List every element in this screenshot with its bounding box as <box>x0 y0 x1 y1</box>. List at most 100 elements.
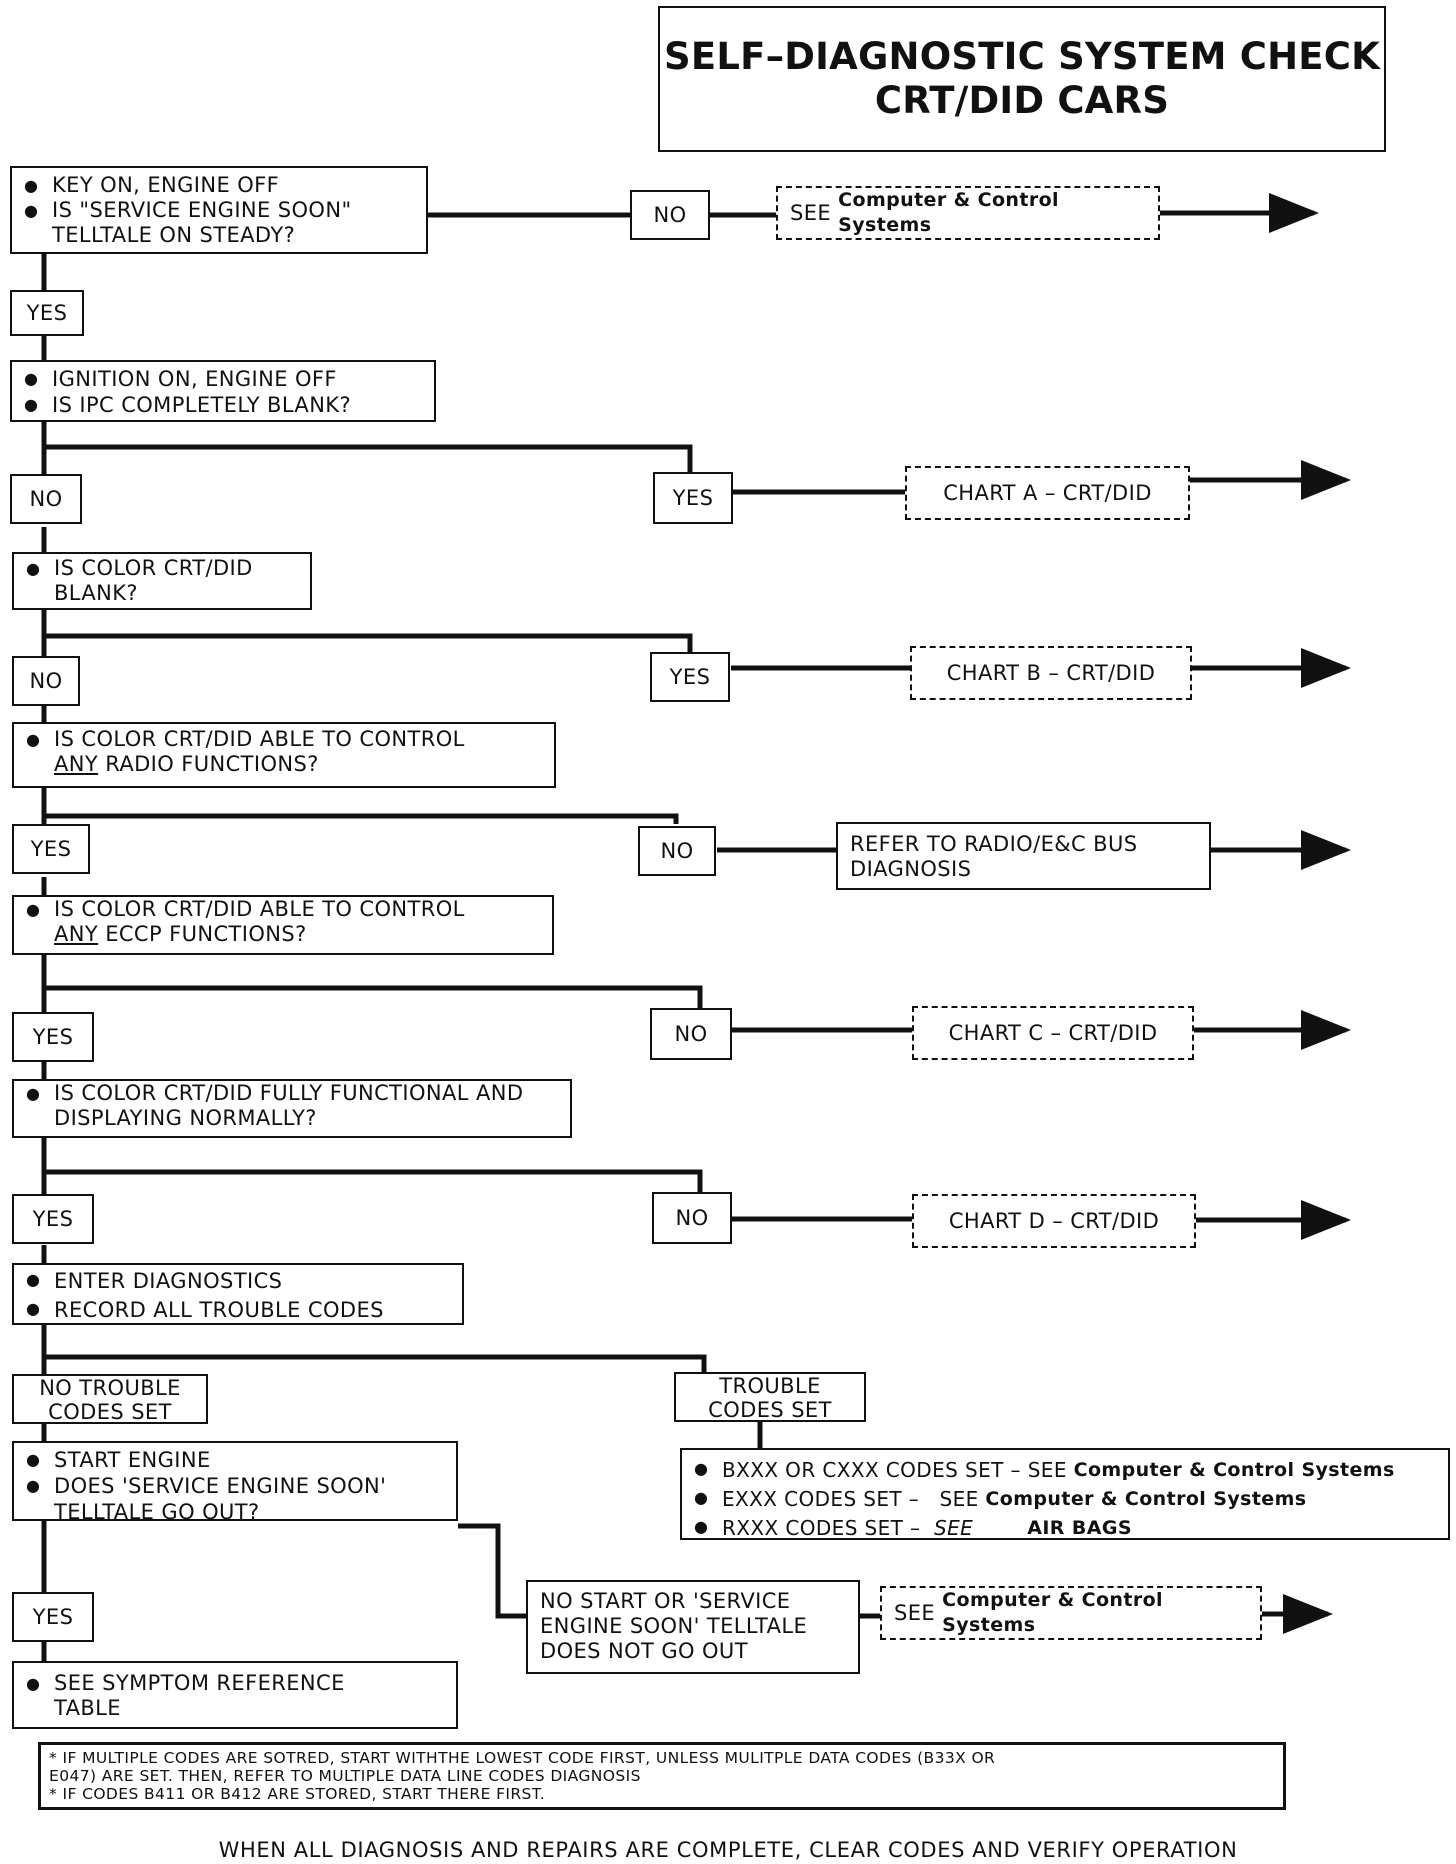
bullet-item: ● IS COLOR CRT/DID BLANK? <box>26 556 300 606</box>
bullet-icon: ● <box>26 1299 41 1318</box>
answer-no: NO <box>652 1192 732 1244</box>
code-item: ●EXXX CODES SET – SEE Computer & Control… <box>694 1485 1448 1514</box>
bullet-icon: ● <box>694 1517 709 1536</box>
step-symptom-reference: ●SEE SYMPTOM REFERENCE TABLE <box>12 1661 458 1729</box>
answer-label: NO <box>29 486 63 511</box>
answer-label: NO <box>675 1205 709 1230</box>
code-text: RXXX CODES SET – <box>722 1516 921 1540</box>
answer-label: NO <box>660 838 694 863</box>
step-text: IS IPC COMPLETELY BLANK? <box>52 393 352 417</box>
reference-text: Computer & Control Systems <box>1073 1459 1395 1481</box>
emphasis-any: ANY <box>54 752 99 776</box>
reference-text: CHART D – CRT/DID <box>948 1208 1160 1233</box>
answer-label: NO <box>653 202 687 227</box>
no-start-condition: NO START OR 'SERVICE ENGINE SOON' TELLTA… <box>526 1580 860 1674</box>
answer-label: YES <box>26 300 68 325</box>
step-ipc-blank-check: ● IGNITION ON, ENGINE OFF ● IS IPC COMPLET… <box>10 360 436 422</box>
answer-no: NO <box>12 656 80 706</box>
bullet-item: ●START ENGINE <box>26 1447 446 1473</box>
bullet-icon: ● <box>24 369 39 388</box>
emphasis-any: ANY <box>54 922 99 946</box>
multiple-codes-note: * IF MULTIPLE CODES ARE SOTRED, START WI… <box>38 1742 1286 1810</box>
answer-yes: YES <box>653 472 733 524</box>
step-key-on-check: ● KEY ON, ENGINE OFF ● IS "SERVICE ENGINE … <box>10 166 428 254</box>
reference-text: CHART B – CRT/DID <box>946 660 1156 685</box>
radio-bus-diagnosis-reference: REFER TO RADIO/E&C BUS DIAGNOSIS <box>836 822 1211 890</box>
code-text: BXXX OR CXXX CODES SET – <box>722 1458 1021 1482</box>
bullet-icon: ● <box>694 1459 709 1478</box>
answer-no: NO <box>10 474 82 524</box>
chart-a-reference: CHART A – CRT/DID <box>905 466 1190 520</box>
reference-text: REFER TO RADIO/E&C BUS DIAGNOSIS <box>850 832 1138 881</box>
answer-yes: YES <box>12 1194 94 1244</box>
answer-yes: YES <box>650 652 730 702</box>
codes-reference-list: ● BXXX OR CXXX CODES SET – SEE Computer &… <box>680 1448 1450 1540</box>
ref-computer-control-systems: SEE Computer & Control Systems <box>776 186 1160 240</box>
footer-instruction: WHEN ALL DIAGNOSIS AND REPAIRS ARE COMPL… <box>218 1838 1238 1862</box>
bullet-icon: ● <box>694 1488 709 1507</box>
answer-no: NO <box>630 190 710 240</box>
bullet-item: ●SEE SYMPTOM REFERENCE TABLE <box>26 1671 446 1721</box>
reference-text: Computer & Control Systems <box>838 189 1059 236</box>
answer-yes: YES <box>12 1012 94 1062</box>
step-text: SEE SYMPTOM REFERENCE TABLE <box>54 1671 345 1720</box>
answer-label: YES <box>669 664 711 689</box>
code-text: EXXX CODES SET – <box>722 1487 920 1511</box>
note-line: * IF MULTIPLE CODES ARE SOTRED, START WI… <box>49 1749 996 1767</box>
see-text: SEE <box>1027 1458 1067 1482</box>
answer-label: NO <box>29 668 63 693</box>
title-line-1: SELF–DIAGNOSTIC SYSTEM CHECK <box>664 35 1380 78</box>
see-text: SEE <box>939 1487 979 1511</box>
bullet-item: ● RECORD ALL TROUBLE CODES <box>26 1296 452 1325</box>
reference-text: CHART A – CRT/DID <box>943 480 1152 505</box>
step-text: RECORD ALL TROUBLE CODES <box>54 1298 384 1322</box>
code-item: ● BXXX OR CXXX CODES SET – SEE Computer &… <box>694 1456 1448 1485</box>
bullet-icon: ● <box>26 559 41 578</box>
reference-text: Computer & Control Systems <box>942 1589 1163 1636</box>
step-enter-diagnostics: ●ENTER DIAGNOSTICS ● RECORD ALL TROUBLE C… <box>12 1263 464 1325</box>
see-text: SEE <box>790 200 832 225</box>
step-text: IS "SERVICE ENGINE SOON" TELLTALE ON STE… <box>52 198 352 247</box>
bullet-item: ●IS COLOR CRT/DID FULLY FUNCTIONAL AND D… <box>26 1081 560 1131</box>
step-text: IGNITION ON, ENGINE OFF <box>52 367 337 391</box>
bullet-item: ● IS IPC COMPLETELY BLANK? <box>24 392 424 418</box>
answer-no: NO <box>650 1008 732 1060</box>
trouble-codes-set: TROUBLE CODES SET <box>674 1372 866 1422</box>
answer-yes: YES <box>12 824 90 874</box>
chart-c-reference: CHART C – CRT/DID <box>912 1006 1194 1060</box>
bullet-icon: ● <box>24 201 39 220</box>
diagram-title: SELF–DIAGNOSTIC SYSTEM CHECK CRT/DID CAR… <box>658 6 1386 152</box>
step-start-engine: ●START ENGINE ●DOES 'SERVICE ENGINE SOON… <box>12 1441 458 1524</box>
bullet-icon: ● <box>26 1476 41 1495</box>
answer-yes: YES <box>10 290 84 336</box>
see-text: SEE <box>933 1516 974 1540</box>
step-text-suffix: RADIO FUNCTIONS? <box>105 752 319 776</box>
answer-label: YES <box>32 1024 74 1049</box>
step-text-prefix: IS COLOR CRT/DID ABLE TO CONTROL <box>54 897 465 921</box>
step-text: START ENGINE <box>54 1448 211 1472</box>
title-line-2: CRT/DID CARS <box>874 79 1170 122</box>
step-text: KEY ON, ENGINE OFF <box>52 173 280 197</box>
bullet-item: ●ENTER DIAGNOSTICS <box>26 1267 452 1296</box>
step-text: IS COLOR CRT/DID BLANK? <box>54 556 253 605</box>
answer-label: TROUBLE CODES SET <box>708 1374 832 1422</box>
condition-text: NO START OR 'SERVICE ENGINE SOON' TELLTA… <box>540 1589 808 1663</box>
answer-label: YES <box>32 1604 74 1629</box>
answer-label: NO <box>674 1021 708 1046</box>
bullet-icon: ● <box>24 395 39 414</box>
bullet-icon: ● <box>24 176 39 195</box>
step-fully-functional-check: ●IS COLOR CRT/DID FULLY FUNCTIONAL AND D… <box>12 1079 572 1138</box>
bullet-item: ● KEY ON, ENGINE OFF <box>24 173 416 198</box>
bullet-item: ● IS "SERVICE ENGINE SOON" TELLTALE ON ST… <box>24 198 416 248</box>
answer-label: YES <box>672 485 714 510</box>
chart-d-reference: CHART D – CRT/DID <box>912 1194 1196 1248</box>
step-crt-blank-check: ● IS COLOR CRT/DID BLANK? <box>12 552 312 610</box>
step-text: ENTER DIAGNOSTICS <box>54 1269 283 1293</box>
